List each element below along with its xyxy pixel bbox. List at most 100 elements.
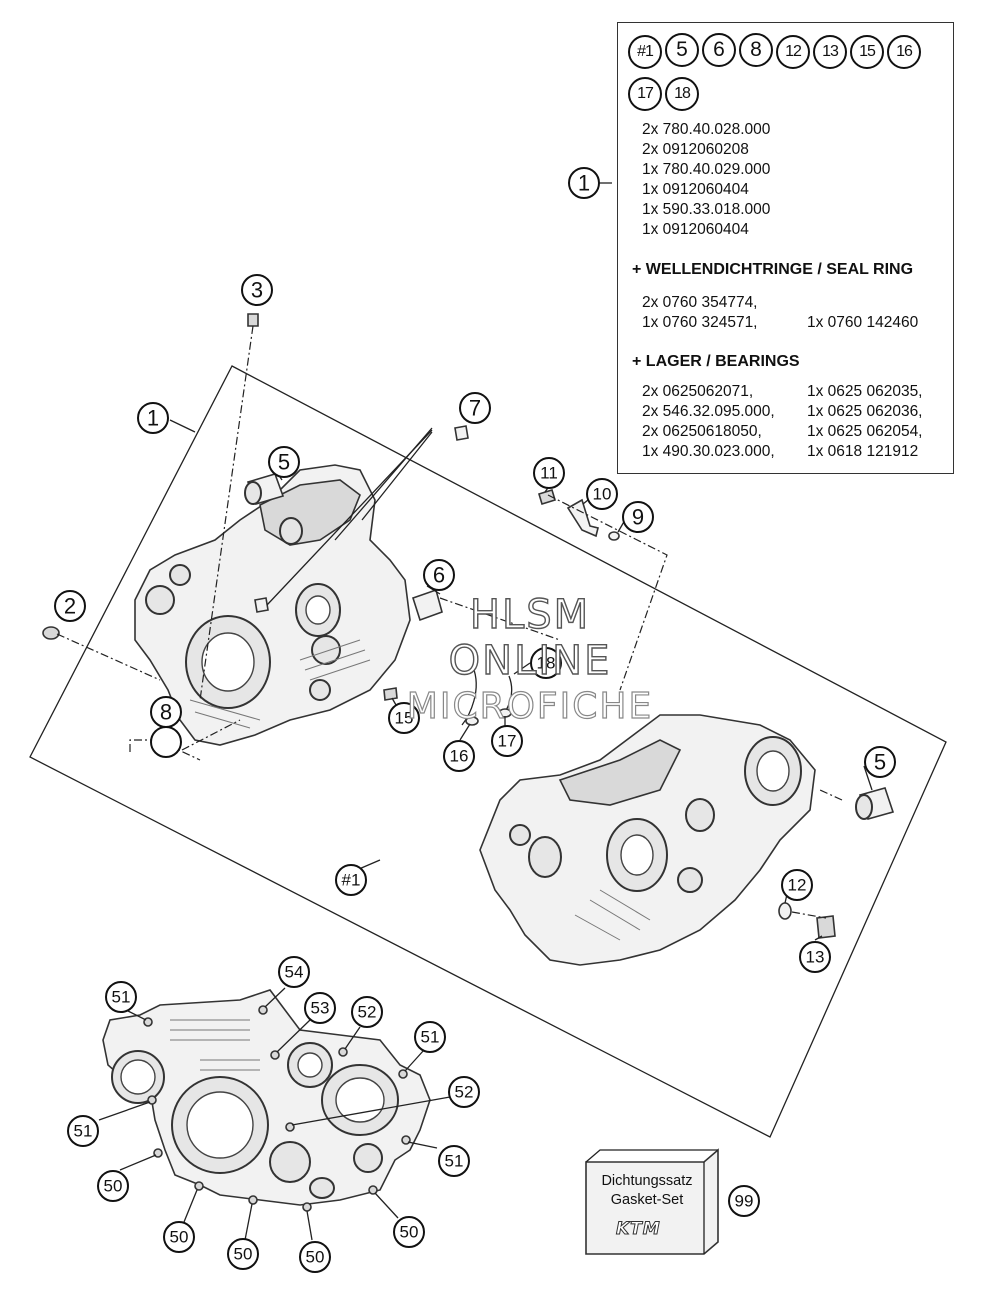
- svg-text:52: 52: [358, 1003, 377, 1022]
- callout-51-c: 51: [67, 1115, 99, 1147]
- svg-text:50: 50: [170, 1228, 189, 1247]
- svg-text:11: 11: [540, 464, 558, 483]
- svg-text:18: 18: [537, 654, 556, 673]
- info-ref-circle: 6: [702, 33, 736, 67]
- leader-lines: [56, 182, 873, 941]
- callout-50-b: 50: [163, 1221, 195, 1253]
- svg-text:51: 51: [421, 1028, 440, 1047]
- small-parts: [42, 313, 895, 939]
- callout-52-b: 52: [448, 1076, 480, 1108]
- callout-hash1: #1: [335, 864, 367, 896]
- callouts: 1 3 1 7 5 2 6 11 10 9 18 15 16 17 8 8 5 …: [54, 167, 896, 1273]
- svg-text:52: 52: [455, 1083, 474, 1102]
- info-ref-circle: #1: [628, 35, 662, 69]
- callout-16: 16: [443, 740, 475, 772]
- svg-text:50: 50: [306, 1248, 325, 1267]
- info-ref-circle: 16: [887, 35, 921, 69]
- info-ref-circle: 17: [628, 77, 662, 111]
- kit-line: 1x 0912060404: [642, 181, 749, 198]
- bearing-row: 1x 490.30.023.000,1x 0618 121912: [642, 443, 919, 460]
- svg-text:13: 13: [806, 948, 825, 967]
- svg-text:51: 51: [74, 1122, 93, 1141]
- callout-8: 8: [150, 726, 182, 758]
- kit-line: 2x 780.40.028.000: [642, 121, 771, 138]
- callout-17: 17: [491, 725, 523, 757]
- svg-text:99: 99: [735, 1192, 754, 1211]
- seal-ring-list: 2x 0760 354774, 1x 0760 324571,1x 0760 1…: [642, 293, 918, 333]
- svg-text:3: 3: [251, 278, 263, 303]
- svg-text:50: 50: [104, 1177, 123, 1196]
- svg-text:8: 8: [160, 700, 172, 725]
- ktm-logo: KTM: [616, 1219, 661, 1240]
- callout-51-a: 51: [105, 981, 137, 1013]
- seal-row: 1x 0760 324571,1x 0760 142460: [642, 314, 919, 331]
- svg-text:1: 1: [147, 406, 159, 431]
- callout-1-box-ref: 1: [568, 167, 600, 199]
- kit-line: 1x 590.33.018.000: [642, 201, 771, 218]
- callout-13: 13: [799, 941, 831, 973]
- callout-11: 11: [533, 457, 565, 489]
- bearing-row: 2x 0625062071,1x 0625 062035,: [642, 383, 923, 400]
- svg-text:12: 12: [788, 876, 807, 895]
- svg-text:51: 51: [112, 988, 131, 1007]
- svg-text:#1: #1: [342, 871, 361, 890]
- kit-line: 1x 780.40.029.000: [642, 161, 771, 178]
- svg-text:10: 10: [593, 485, 612, 504]
- callout-8-visible: 8: [150, 696, 182, 728]
- info-ref-circle: 18: [665, 77, 699, 111]
- callout-54: 54: [278, 956, 310, 988]
- svg-text:16: 16: [450, 747, 469, 766]
- info-ref-circle: 5: [665, 33, 699, 67]
- callout-50-e: 50: [393, 1216, 425, 1248]
- svg-text:17: 17: [498, 732, 517, 751]
- callout-51-b: 51: [414, 1021, 446, 1053]
- seal-ring-heading: + WELLENDICHTRINGE / SEAL RING: [632, 261, 914, 278]
- callout-2: 2: [54, 590, 86, 622]
- bearings-heading: + LAGER / BEARINGS: [632, 353, 800, 370]
- kit-line: 1x 0912060404: [642, 221, 749, 238]
- right-crankcase-half: [479, 714, 816, 966]
- callout-3: 3: [241, 274, 273, 306]
- callout-99: 99: [728, 1185, 760, 1217]
- callout-53: 53: [304, 992, 336, 1024]
- gasket-set-label: Dichtungssatz Gasket-Set: [592, 1172, 702, 1210]
- svg-text:51: 51: [445, 1152, 464, 1171]
- callout-50-a: 50: [97, 1170, 129, 1202]
- callout-10: 10: [586, 478, 618, 510]
- callout-9: 9: [622, 501, 654, 533]
- info-ref-circle: 13: [813, 35, 847, 69]
- svg-text:5: 5: [874, 750, 886, 775]
- seal-row: 2x 0760 354774,: [642, 294, 758, 311]
- svg-text:9: 9: [632, 505, 644, 530]
- callout-15: 15: [388, 702, 420, 734]
- svg-text:7: 7: [469, 396, 481, 421]
- bearings-list: 2x 0625062071,1x 0625 062035, 2x 546.32.…: [642, 382, 923, 462]
- kit-line: 2x 0912060208: [642, 141, 749, 158]
- bearing-row: 2x 546.32.095.000,1x 0625 062036,: [642, 403, 923, 420]
- callout-5-right: 5: [864, 746, 896, 778]
- svg-text:15: 15: [395, 709, 414, 728]
- crankcase-bolt-view: [98, 987, 451, 1241]
- callout-51-d: 51: [438, 1145, 470, 1177]
- callout-50-c: 50: [227, 1238, 259, 1270]
- svg-text:53: 53: [311, 999, 330, 1018]
- callout-1-main: 1: [137, 402, 169, 434]
- svg-text:2: 2: [64, 594, 76, 619]
- kit-part-list: 2x 780.40.028.000 2x 0912060208 1x 780.4…: [642, 120, 770, 240]
- callout-5-left: 5: [268, 446, 300, 478]
- assembly-frame: [29, 365, 947, 1138]
- svg-text:54: 54: [285, 963, 304, 982]
- callout-50-d: 50: [299, 1241, 331, 1273]
- svg-text:1: 1: [578, 171, 590, 196]
- svg-text:50: 50: [400, 1223, 419, 1242]
- gasket-label-en: Gasket-Set: [610, 1192, 684, 1208]
- svg-text:5: 5: [278, 450, 290, 475]
- callout-18: 18: [530, 647, 562, 679]
- info-ref-circle: 8: [739, 33, 773, 67]
- bearing-row: 2x 06250618050,1x 0625 062054,: [642, 423, 923, 440]
- callout-52-a: 52: [351, 996, 383, 1028]
- gasket-set-box: [585, 1148, 719, 1255]
